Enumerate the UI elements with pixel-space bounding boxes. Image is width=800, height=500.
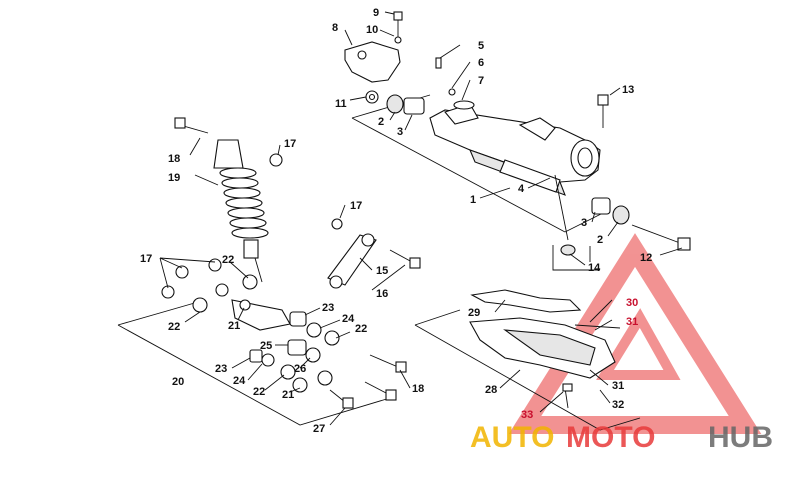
callout-29: 29	[468, 307, 480, 319]
callout-4: 4	[518, 183, 525, 195]
callout-8: 8	[332, 22, 338, 34]
main-arm	[429, 103, 601, 241]
watermark-moto: MOTO	[566, 421, 655, 454]
callout-1: 1	[470, 194, 476, 206]
callout-10: 10	[366, 24, 378, 36]
callout-14: 14	[588, 262, 601, 274]
link-arm	[327, 218, 421, 289]
callout-23b: 23	[215, 363, 227, 375]
lower-linkage	[161, 258, 407, 409]
callout-32: 32	[612, 399, 624, 411]
callout-3b: 3	[581, 217, 587, 229]
callout-25: 25	[260, 340, 272, 352]
callout-23a: 23	[322, 302, 334, 314]
callout-26: 26	[294, 363, 306, 375]
arm-bushings	[365, 57, 691, 256]
lower-guard	[469, 289, 621, 409]
shock-spring	[219, 167, 269, 239]
callout-3a: 3	[397, 126, 403, 138]
callout-22b: 22	[168, 321, 180, 333]
callout-13: 13	[622, 84, 634, 96]
callout-5: 5	[478, 40, 484, 52]
callout-31a: 31	[626, 316, 638, 328]
shock-absorber	[174, 117, 283, 283]
callout-2b: 2	[597, 234, 603, 246]
callout-22c: 22	[355, 323, 367, 335]
callout-16: 16	[376, 288, 388, 300]
callout-17c: 17	[140, 253, 152, 265]
callout-labels: 1 2 2 3 3 4 5 6 7 8 9 10 11 12 13 14 15 …	[140, 7, 652, 435]
callout-11: 11	[335, 98, 347, 110]
callout-6: 6	[478, 57, 484, 69]
leader-lines	[159, 11, 683, 426]
callout-22d: 22	[253, 386, 265, 398]
callout-31b: 31	[612, 380, 624, 392]
callout-30: 30	[626, 297, 638, 309]
callout-18a: 18	[168, 153, 180, 165]
callout-12: 12	[640, 252, 652, 264]
bracket-assembly	[344, 11, 403, 83]
watermark-text: AUTO MOTO HUB	[470, 421, 773, 454]
callout-2a: 2	[378, 116, 384, 128]
callout-33: 33	[521, 409, 533, 421]
callout-20: 20	[172, 376, 184, 388]
callout-21a: 21	[228, 320, 240, 332]
callout-27: 27	[313, 423, 325, 435]
callout-9: 9	[373, 7, 379, 19]
watermark-hub: HUB	[708, 421, 773, 454]
watermark-auto: AUTO	[470, 421, 554, 454]
callout-21b: 21	[282, 389, 294, 401]
callout-28: 28	[485, 384, 497, 396]
callout-17b: 17	[350, 200, 362, 212]
callout-17a: 17	[284, 138, 296, 150]
callout-15: 15	[376, 265, 388, 277]
callout-18b: 18	[412, 383, 424, 395]
callout-22a: 22	[222, 254, 234, 266]
callout-24b: 24	[233, 375, 246, 387]
assembly-outlines	[117, 94, 641, 431]
callout-7: 7	[478, 75, 484, 87]
callout-19: 19	[168, 172, 180, 184]
callout-24a: 24	[342, 313, 355, 325]
